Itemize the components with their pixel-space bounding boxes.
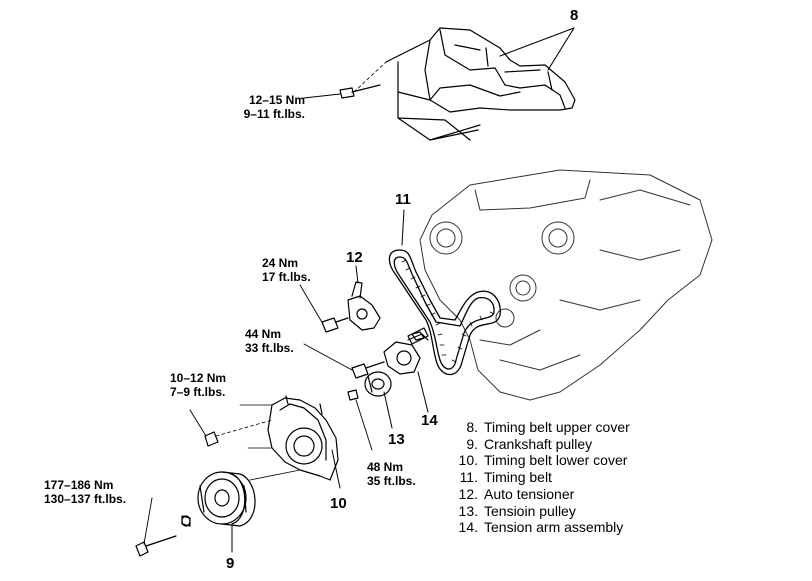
- torque-nm: 177–186 Nm: [44, 478, 114, 492]
- torque-ft-lbs: 33 ft.lbs.: [245, 341, 294, 355]
- tension-arm-drawing: [303, 331, 429, 413]
- torque-lower-cover-bolt: 10–12 Nm 7–9 ft.lbs.: [170, 371, 226, 399]
- legend-number: 9.: [466, 435, 478, 452]
- torque-ft-lbs: 9–11 ft.lbs.: [243, 107, 305, 121]
- engine-block-outline: [419, 169, 713, 401]
- legend-item: 11. Timing belt: [452, 469, 630, 486]
- torque-nm: 12–15 Nm: [248, 93, 305, 107]
- legend-label: Auto tensioner: [484, 485, 575, 502]
- legend-label: Timing belt lower cover: [484, 452, 628, 469]
- callout-12: 12: [346, 249, 363, 266]
- legend-item: 10. Timing belt lower cover: [452, 452, 630, 469]
- torque-tensioner-bolt: 24 Nm 17 ft.lbs.: [262, 256, 311, 284]
- torque-ft-lbs: 7–9 ft.lbs.: [170, 385, 226, 399]
- legend-number: 11.: [459, 469, 478, 486]
- parts-legend: 8. Timing belt upper cover 9. Crankshaft p…: [452, 419, 630, 536]
- legend-item: 8. Timing belt upper cover: [452, 419, 630, 436]
- legend-number: 14.: [458, 519, 478, 536]
- callout-10: 10: [330, 495, 347, 512]
- callout-8: 8: [570, 7, 579, 24]
- torque-upper-cover-bolt: 12–15 Nm 9–11 ft.lbs.: [205, 93, 305, 121]
- legend-number: 10.: [458, 452, 478, 469]
- torque-nm: 48 Nm: [367, 460, 404, 474]
- auto-tensioner-drawing: [299, 265, 381, 333]
- legend-number: 13.: [458, 502, 478, 519]
- torque-pulley-bolt: 48 Nm 35 ft.lbs.: [367, 460, 416, 488]
- torque-crank-bolt: 177–186 Nm 130–137 ft.lbs.: [44, 478, 126, 506]
- legend-label: Timing belt upper cover: [484, 419, 630, 435]
- legend-label: Crankshaft pulley: [484, 435, 593, 452]
- legend-item: 13. Tensioin pulley: [452, 503, 630, 520]
- legend-label: Timing belt: [484, 469, 552, 486]
- torque-ft-lbs: 17 ft.lbs.: [262, 270, 311, 284]
- lower-cover-drawing: [189, 395, 341, 489]
- legend-number: 8.: [466, 419, 478, 435]
- torque-ft-lbs: 130–137 ft.lbs.: [44, 492, 127, 506]
- upper-cover-drawing: [385, 27, 576, 141]
- legend-item: 14. Tension arm assembly: [452, 519, 630, 536]
- callout-13: 13: [388, 431, 405, 448]
- legend-number: 12.: [458, 485, 478, 502]
- timing-belt-drawing: [388, 249, 501, 376]
- callout-14: 14: [421, 412, 438, 429]
- callout-11: 11: [395, 191, 411, 208]
- legend-label: Tensioin pulley: [484, 502, 576, 519]
- tensioner-spacer-bolt: [407, 327, 429, 345]
- legend-label: Tension arm assembly: [484, 519, 624, 536]
- torque-nm: 24 Nm: [262, 256, 299, 270]
- tension-pulley-drawing: [347, 371, 393, 451]
- upper-cover-bolt: [303, 61, 387, 99]
- legend-item: 12. Auto tensioner: [452, 486, 630, 503]
- timing-belt-teeth: [401, 259, 495, 363]
- torque-tension-arm-bolt: 44 Nm 33 ft.lbs.: [245, 327, 294, 355]
- torque-ft-lbs: 35 ft.lbs.: [367, 474, 416, 488]
- legend-item: 9. Crankshaft pulley: [452, 436, 630, 453]
- torque-nm: 44 Nm: [245, 327, 282, 341]
- callout-9: 9: [226, 555, 235, 572]
- crankshaft-pulley-drawing: [135, 471, 256, 557]
- torque-nm: 10–12 Nm: [170, 371, 227, 385]
